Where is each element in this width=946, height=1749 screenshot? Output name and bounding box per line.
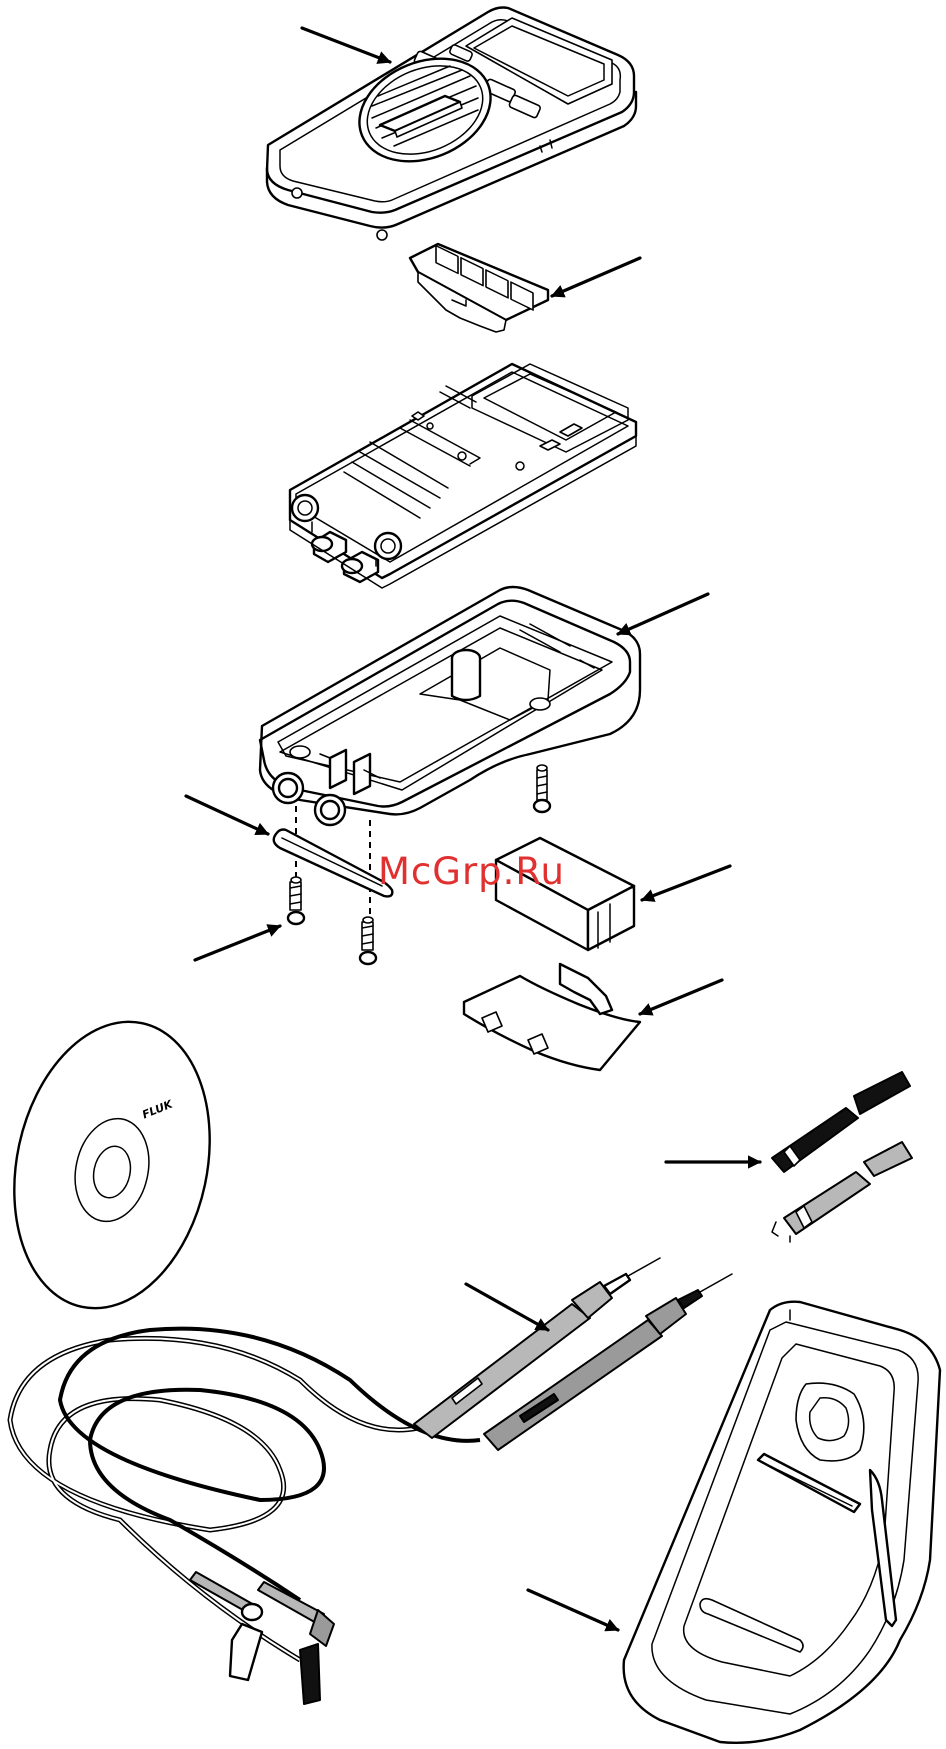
arrow-jack-strip <box>186 796 268 834</box>
arrow-battery-door <box>640 980 722 1014</box>
arrow-front-case <box>302 28 390 62</box>
circuit-board <box>290 364 636 588</box>
screw-center <box>360 917 376 964</box>
arrow-test-leads <box>466 1284 548 1330</box>
screw-left <box>288 877 304 924</box>
keypad <box>410 244 548 332</box>
test-leads <box>10 1258 732 1704</box>
arrow-battery <box>642 866 730 900</box>
arrow-screws <box>195 926 280 960</box>
arrow-holster <box>528 1590 618 1630</box>
front-case <box>267 8 636 241</box>
holster <box>624 1302 940 1743</box>
arrow-rear-case <box>618 594 708 634</box>
cd: FLUK <box>0 1003 235 1326</box>
battery-door <box>464 964 640 1070</box>
screw-rear <box>534 765 550 812</box>
watermark-text: McGrp.Ru <box>378 850 565 893</box>
rear-case <box>260 587 640 825</box>
arrow-keypad <box>552 258 640 296</box>
alligator-clips <box>772 1072 912 1242</box>
